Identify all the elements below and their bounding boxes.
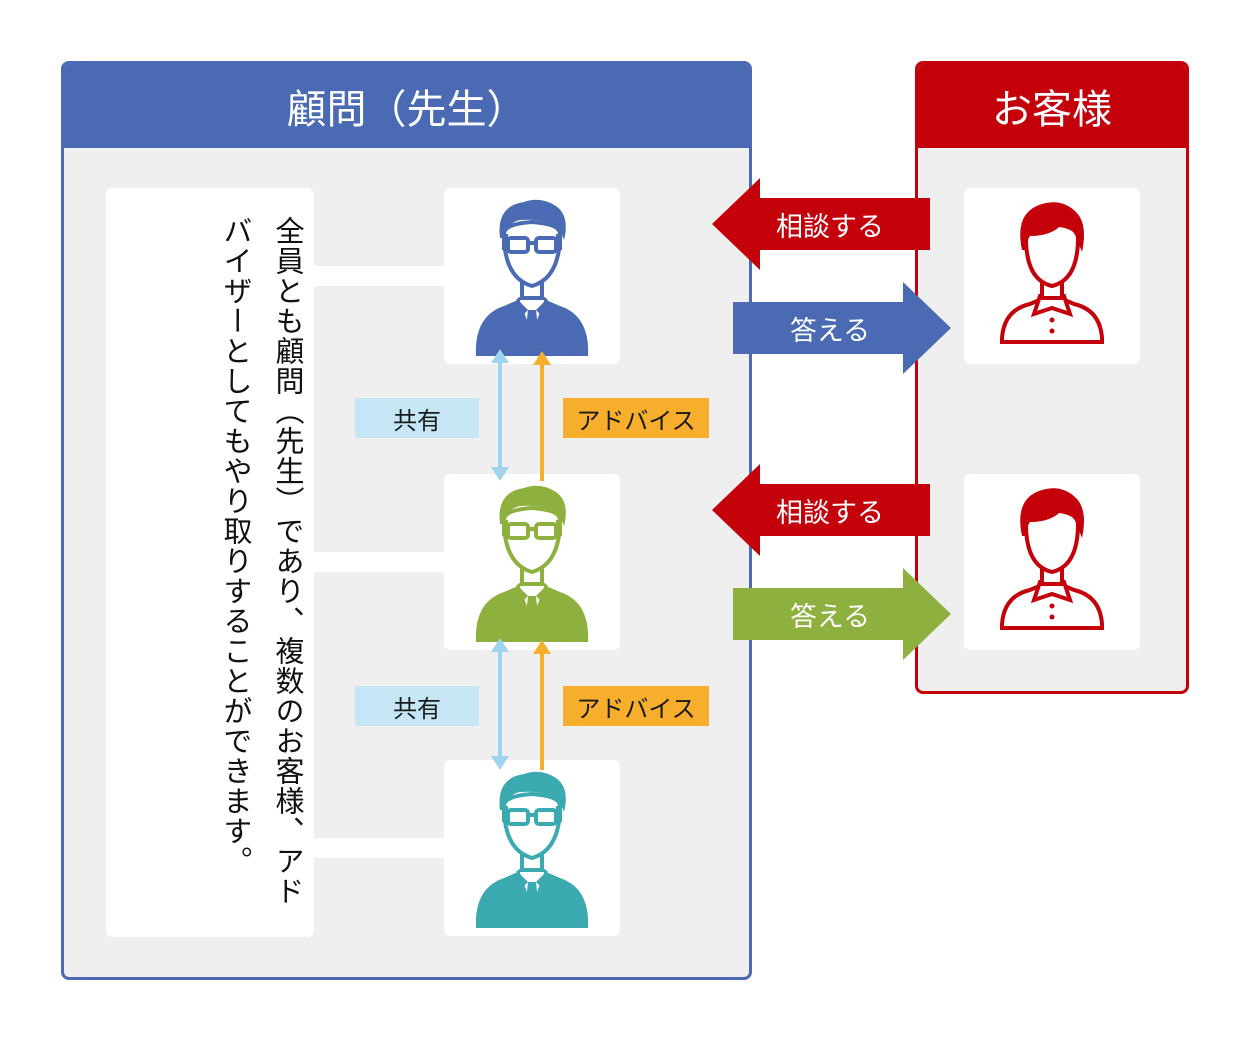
consult-arrow-1 <box>712 178 930 270</box>
consult-label-1: 相談する <box>776 211 884 243</box>
client-panel-title: お客様 <box>918 64 1186 148</box>
consult-label-2: 相談する <box>776 497 884 529</box>
advisor-person-icon <box>475 199 589 356</box>
answer-label-1: 答える <box>789 315 871 347</box>
connector-advisor-1 <box>314 266 444 286</box>
share-label-1: 共有 <box>355 398 479 438</box>
advice-label-2: アドバイス <box>563 686 709 726</box>
note-card: 全員とも顧問（先生）であり、複数のお客様、アドバイザーとしてもやり取りすることが… <box>106 188 314 937</box>
advisor-person-icon <box>475 771 589 928</box>
answer-arrow-1 <box>733 282 951 374</box>
note-text: 全員とも顧問（先生）であり、複数のお客様、アドバイザーとしてもやり取りすることが… <box>219 216 305 906</box>
relation-arrows-2 <box>491 638 551 770</box>
connector-advisor-3 <box>314 838 444 858</box>
connector-advisor-2 <box>314 552 444 572</box>
share-label-2: 共有 <box>355 686 479 726</box>
advisor-card-1 <box>444 188 620 364</box>
answer-arrow-2 <box>733 568 951 660</box>
client-card-1 <box>964 188 1140 364</box>
advice-up-arrow <box>533 351 551 481</box>
client-card-2 <box>964 474 1140 650</box>
relation-arrows-1 <box>491 349 551 481</box>
advisor-card-3 <box>444 760 620 936</box>
consult-arrow-2 <box>712 464 930 556</box>
advisor-card-2 <box>444 474 620 650</box>
client-person-icon <box>1000 488 1104 630</box>
share-double-arrow <box>491 349 509 481</box>
advisor-person-icon <box>475 485 589 642</box>
share-double-arrow <box>491 638 509 770</box>
answer-label-2: 答える <box>789 601 871 633</box>
advice-up-arrow <box>533 640 551 770</box>
advice-label-1: アドバイス <box>563 398 709 438</box>
client-person-icon <box>1000 202 1104 344</box>
advisor-panel-title: 顧問（先生） <box>64 64 749 148</box>
